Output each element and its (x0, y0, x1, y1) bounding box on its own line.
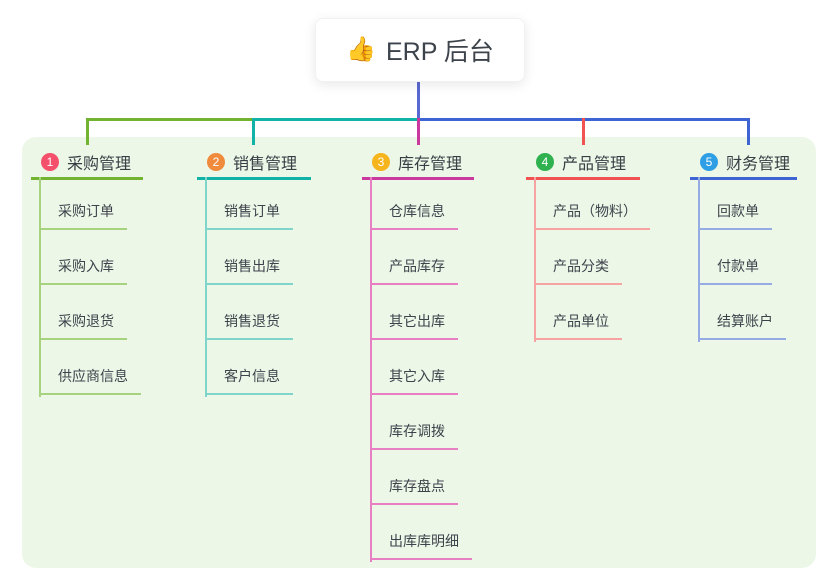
child-node[interactable]: 产品库存 (370, 257, 458, 285)
branch-title: 采购管理 (67, 156, 132, 173)
child-node[interactable]: 产品分类 (534, 257, 622, 285)
child-node[interactable]: 库存调拨 (370, 422, 458, 450)
root-node-label: ERP 后台 (385, 38, 494, 66)
branch-header-purchase[interactable]: 1 采购管理 (31, 147, 143, 180)
branch-header-inventory[interactable]: 3 库存管理 (362, 147, 474, 180)
child-node[interactable]: 出库库明细 (370, 532, 472, 560)
child-node[interactable]: 采购退货 (39, 312, 127, 340)
root-connector-line (417, 82, 420, 121)
child-rail-line (698, 177, 700, 342)
child-node[interactable]: 客户信息 (205, 367, 293, 395)
child-node[interactable]: 其它出库 (370, 312, 458, 340)
child-node[interactable]: 库存盘点 (370, 477, 458, 505)
root-node[interactable]: 👍 ERP 后台 (315, 18, 525, 82)
child-node[interactable]: 产品（物料） (534, 202, 650, 230)
branch-number-badge: 2 (207, 153, 225, 171)
child-node[interactable]: 其它入库 (370, 367, 458, 395)
branch-number-badge: 1 (41, 153, 59, 171)
child-node[interactable]: 付款单 (698, 257, 772, 285)
child-rail-line (39, 177, 41, 397)
branch-title: 销售管理 (233, 156, 298, 173)
branch-drop-line-product (582, 118, 585, 145)
branch-drop-line-purchase (86, 118, 89, 145)
child-node[interactable]: 产品单位 (534, 312, 622, 340)
branch-title: 财务管理 (726, 156, 791, 173)
child-node[interactable]: 采购订单 (39, 202, 127, 230)
branch-header-finance[interactable]: 5 财务管理 (690, 147, 797, 180)
branch-header-product[interactable]: 4 产品管理 (526, 147, 640, 180)
child-node[interactable]: 销售订单 (205, 202, 293, 230)
branch-drop-line-sales (252, 118, 255, 145)
branch-group-panel (22, 137, 816, 568)
child-node[interactable]: 仓库信息 (370, 202, 458, 230)
branch-drop-line-finance (747, 118, 750, 145)
branch-number-badge: 4 (536, 153, 554, 171)
branch-title: 库存管理 (398, 156, 463, 173)
child-node[interactable]: 供应商信息 (39, 367, 141, 395)
child-node[interactable]: 销售出库 (205, 257, 293, 285)
branch-title: 产品管理 (562, 156, 627, 173)
child-rail-line (370, 177, 372, 562)
bus-line-teal (252, 118, 420, 121)
child-rail-line (205, 177, 207, 397)
child-rail-line (534, 177, 536, 342)
child-node[interactable]: 销售退货 (205, 312, 293, 340)
branch-number-badge: 5 (700, 153, 718, 171)
branch-number-badge: 3 (372, 153, 390, 171)
branch-header-sales[interactable]: 2 销售管理 (197, 147, 311, 180)
child-node[interactable]: 回款单 (698, 202, 772, 230)
child-node[interactable]: 采购入库 (39, 257, 127, 285)
branch-drop-line-inventory (417, 118, 420, 145)
child-node[interactable]: 结算账户 (698, 312, 786, 340)
thumbs-up-icon: 👍 (346, 36, 376, 63)
bus-line-green (86, 118, 254, 121)
